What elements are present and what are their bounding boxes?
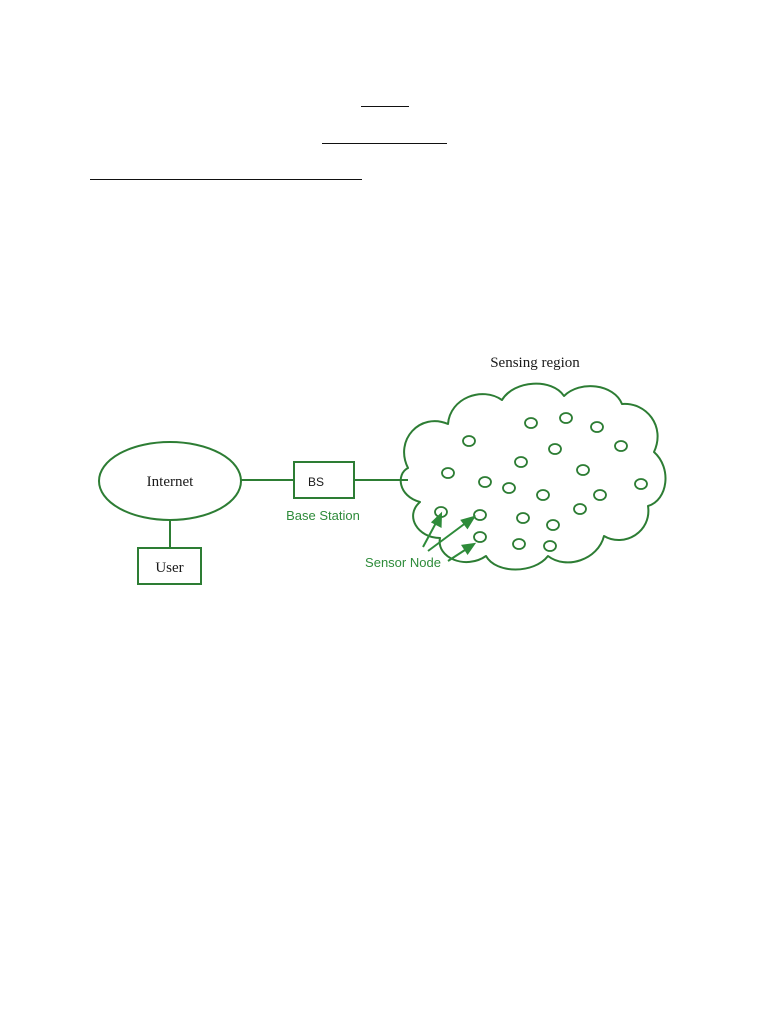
sensor-node xyxy=(543,540,557,552)
sensor-node xyxy=(512,538,526,550)
pointer-arrow xyxy=(427,521,468,552)
sensor-node xyxy=(634,478,648,490)
sensor-node xyxy=(593,489,607,501)
sensor-node xyxy=(546,519,560,531)
heading-underline-2 xyxy=(322,143,447,144)
sensor-node xyxy=(462,435,476,447)
sensor-node xyxy=(514,456,528,468)
sensor-node xyxy=(441,467,455,479)
pointer-arrowhead xyxy=(461,542,477,555)
sensor-node-caption: Sensor Node xyxy=(365,555,441,570)
sensing-region-title: Sensing region xyxy=(490,355,580,371)
heading-underline-3 xyxy=(90,179,362,180)
sensor-node xyxy=(524,417,538,429)
sensor-node xyxy=(576,464,590,476)
internet-label: Internet xyxy=(147,474,194,490)
sensor-node xyxy=(590,421,604,433)
sensor-node xyxy=(573,503,587,515)
pointer-arrow xyxy=(422,520,438,548)
sensor-node xyxy=(478,476,492,488)
user-box xyxy=(137,547,202,585)
sensing-region-cloud xyxy=(399,382,667,571)
sensor-node xyxy=(614,440,628,452)
sensor-node xyxy=(536,489,550,501)
pointer-arrowhead xyxy=(460,515,477,530)
base-station-label: BS xyxy=(308,475,324,489)
base-station-caption: Base Station xyxy=(286,508,360,523)
sensor-node-pointers xyxy=(422,511,477,562)
sensor-node xyxy=(473,509,487,521)
heading-underline-1 xyxy=(361,106,409,107)
sensor-node xyxy=(502,482,516,494)
sensor-node xyxy=(548,443,562,455)
user-label: User xyxy=(155,560,183,576)
sensor-node xyxy=(473,531,487,543)
sensor-nodes xyxy=(434,412,648,552)
sensor-node xyxy=(516,512,530,524)
pointer-arrowhead xyxy=(430,511,443,529)
sensor-node xyxy=(559,412,573,424)
